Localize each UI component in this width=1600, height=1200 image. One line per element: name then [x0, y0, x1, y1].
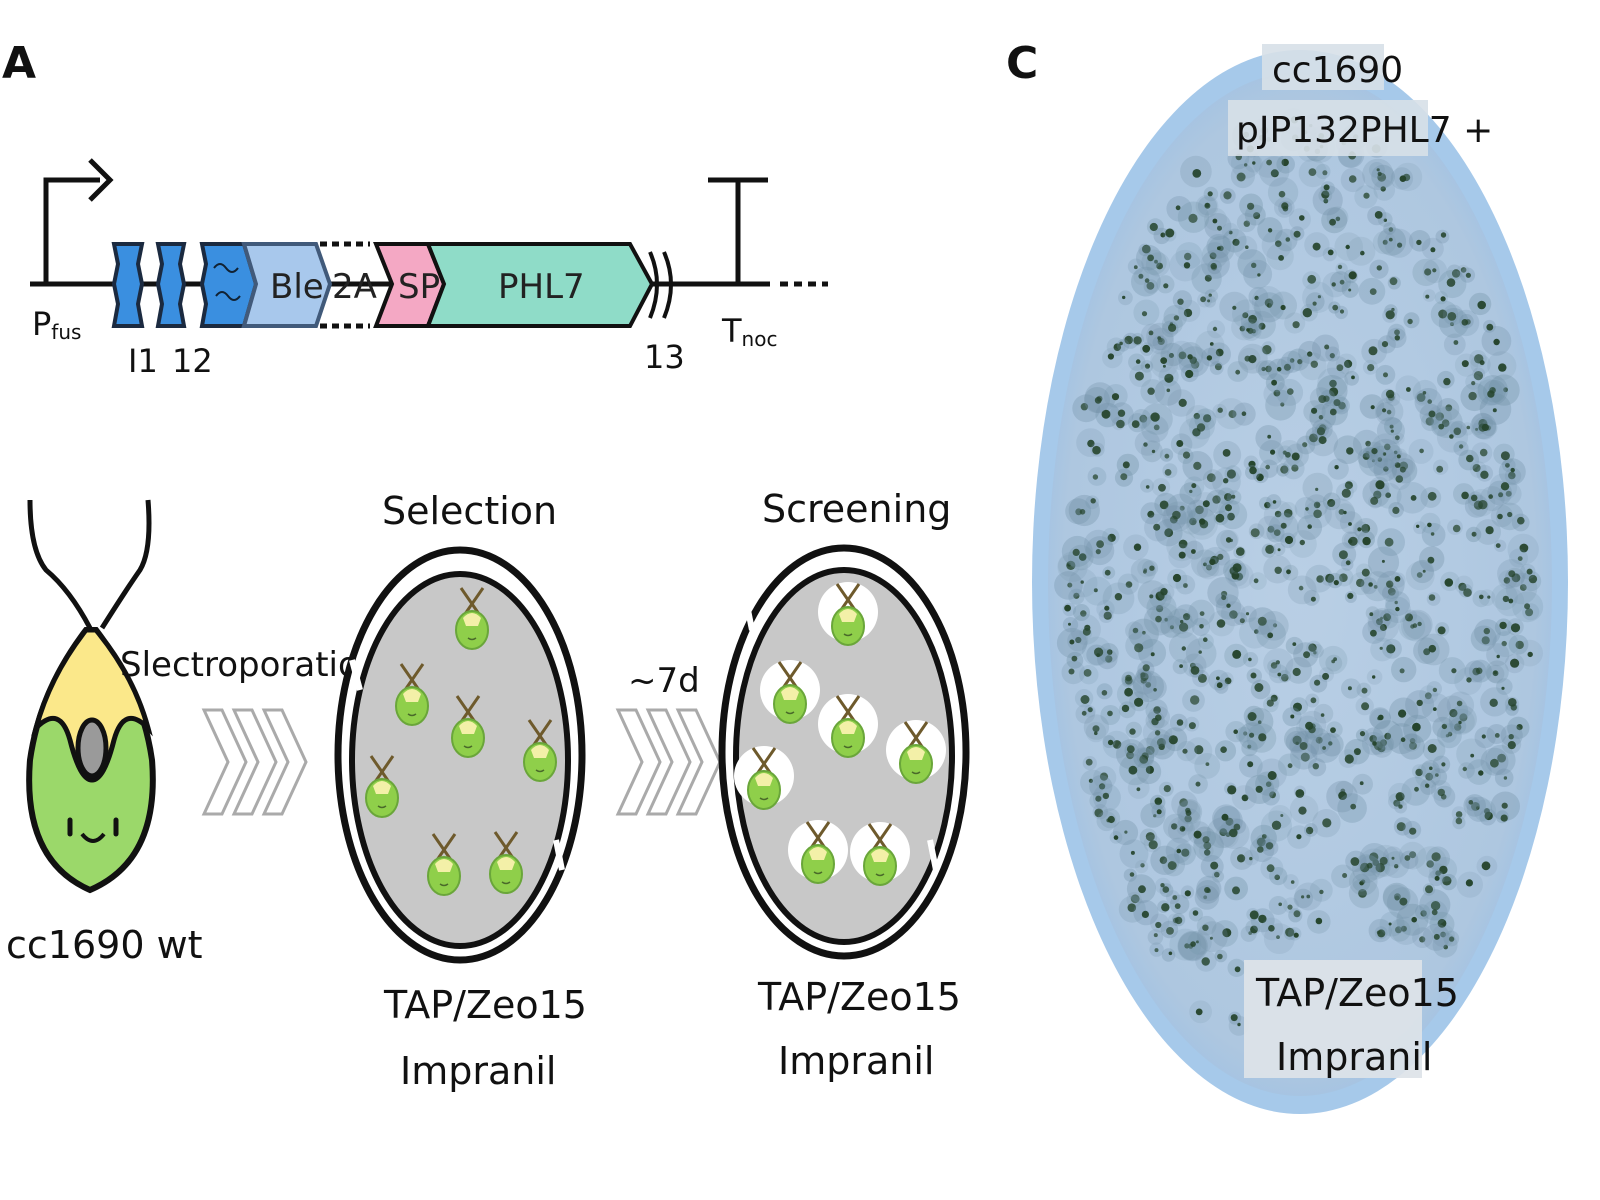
promoter-label: Pfus [32, 305, 81, 344]
intron-2-label: 12 [172, 342, 213, 380]
strain-label: cc1690 wt [6, 923, 203, 967]
phl7-segment [425, 242, 655, 328]
selection-media-1: TAP/Zeo15 [383, 983, 587, 1027]
ble-segment [241, 242, 333, 328]
ble-label: Ble [270, 267, 324, 307]
2a-label: 2A [332, 267, 377, 307]
screening-media-1: TAP/Zeo15 [757, 975, 961, 1019]
step-1-chevrons-icon [201, 708, 308, 816]
plate-strain-label: cc1690 [1272, 50, 1403, 91]
intron-3-label: 13 [644, 338, 685, 376]
construct-diagram: Pfus Ble 2A SP PHL7 Tnoc I1 12 13 [30, 158, 828, 380]
intron-1-label: I1 [128, 342, 158, 380]
screening-media-2: Impranil [778, 1039, 934, 1083]
terminator-label: Tnoc [721, 312, 777, 351]
panel-a-letter: A [2, 38, 36, 89]
screening-plate [718, 544, 970, 960]
colony-field [1054, 108, 1544, 1036]
intron-3-mark [648, 251, 673, 319]
screening-title: Screening [762, 487, 951, 531]
phl7-label: PHL7 [498, 267, 585, 307]
selection-title: Selection [382, 489, 557, 533]
petri-plate-photo [1032, 50, 1568, 1114]
algae-cell-icon [26, 499, 156, 894]
promoter-arrow-icon [43, 177, 100, 284]
plate-media-label-2: Impranil [1276, 1035, 1432, 1079]
intron-1-segment [111, 242, 145, 328]
plate-plasmid-label: pJP132PHL7 + [1236, 110, 1493, 151]
panel-c-letter: C [1006, 38, 1038, 89]
selection-media-2: Impranil [400, 1049, 556, 1093]
incubation-label: ~7d [628, 661, 700, 701]
selection-plate [334, 546, 586, 964]
electroporation-label: Slectroporation [120, 645, 380, 685]
step-2-chevrons-icon [615, 708, 722, 816]
sp-label: SP [398, 267, 440, 307]
plate-media-label-1: TAP/Zeo15 [1255, 971, 1459, 1015]
intron-2-segment [155, 242, 187, 328]
workflow: cc1690 wt Slectroporation Selection TAP/… [6, 487, 970, 1093]
